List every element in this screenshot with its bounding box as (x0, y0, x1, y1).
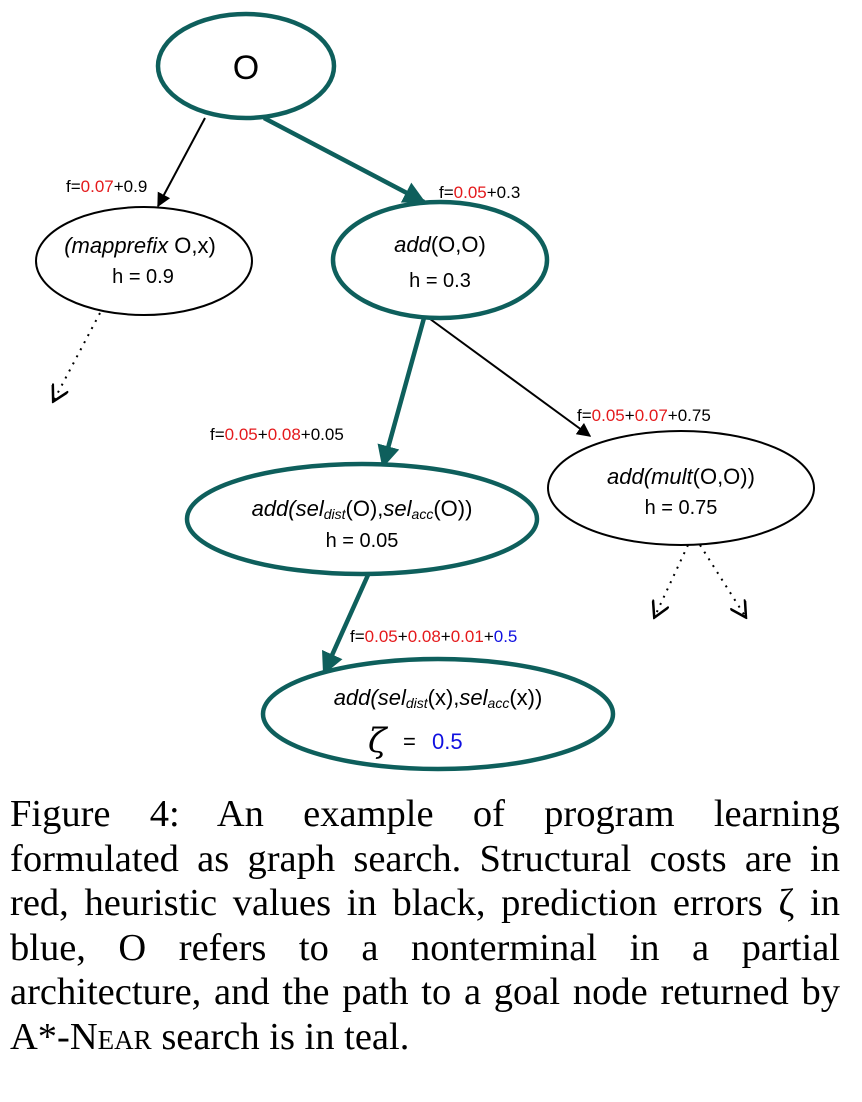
node-mapprefix-label: (mapprefix O,x) (64, 233, 216, 258)
goal-zeta-symbol: ζ (368, 721, 389, 761)
edge-add-oo-to-add-mult (425, 315, 592, 437)
dotted-edge-mapprefix (54, 312, 101, 400)
goal-equals-sign: = (403, 729, 416, 754)
caption-tail: search is in teal. (151, 1015, 410, 1058)
edge-label-mapprefix: f=0.07+0.9 (66, 177, 147, 196)
node-add-sel-label: add(seldist(O),selacc(O)) (252, 496, 473, 522)
node-root-label: O (233, 49, 259, 87)
node-add-mult (547, 430, 815, 546)
node-add-sel-h: h = 0.05 (326, 530, 399, 552)
caption-text: Figure 4: An example of program learning… (10, 793, 840, 1058)
figure-caption: Figure 4: An example of program learning… (10, 792, 840, 1059)
node-goal (260, 656, 616, 772)
caption-near: Near (69, 1015, 152, 1058)
edge-add-sel-to-goal (321, 574, 371, 676)
dotted-edge-add-mult-right (699, 544, 745, 616)
node-add-oo-label: add(O,O) (394, 232, 486, 257)
edge-label-goal: f=0.05+0.08+0.01+0.5 (350, 627, 517, 646)
edge-root-to-add-oo (262, 116, 426, 204)
goal-error-value: 0.5 (432, 729, 463, 754)
node-add-oo (330, 199, 550, 321)
edge-root-to-mapprefix (157, 117, 206, 208)
node-add-mult-label: add(mult(O,O)) (607, 464, 755, 489)
node-add-oo-h: h = 0.3 (409, 270, 471, 292)
dotted-edge-add-mult-left (655, 544, 689, 616)
node-mapprefix-h: h = 0.9 (112, 266, 174, 288)
edge-add-oo-to-add-sel (377, 317, 427, 469)
node-root (155, 11, 337, 121)
node-add-mult-h: h = 0.75 (645, 497, 718, 519)
graph-search-diagram: O (mapprefix O,x) h = 0.9 add(O,O) h = 0… (35, 11, 815, 772)
node-goal-label: add(seldist(x),selacc(x)) (334, 685, 543, 711)
node-mapprefix (35, 206, 253, 316)
edge-label-add-oo: f=0.05+0.3 (439, 183, 520, 202)
node-add-sel (184, 461, 540, 577)
edge-label-add-mult: f=0.05+0.07+0.75 (577, 406, 711, 425)
edge-label-add-sel: f=0.05+0.08+0.05 (210, 425, 344, 444)
